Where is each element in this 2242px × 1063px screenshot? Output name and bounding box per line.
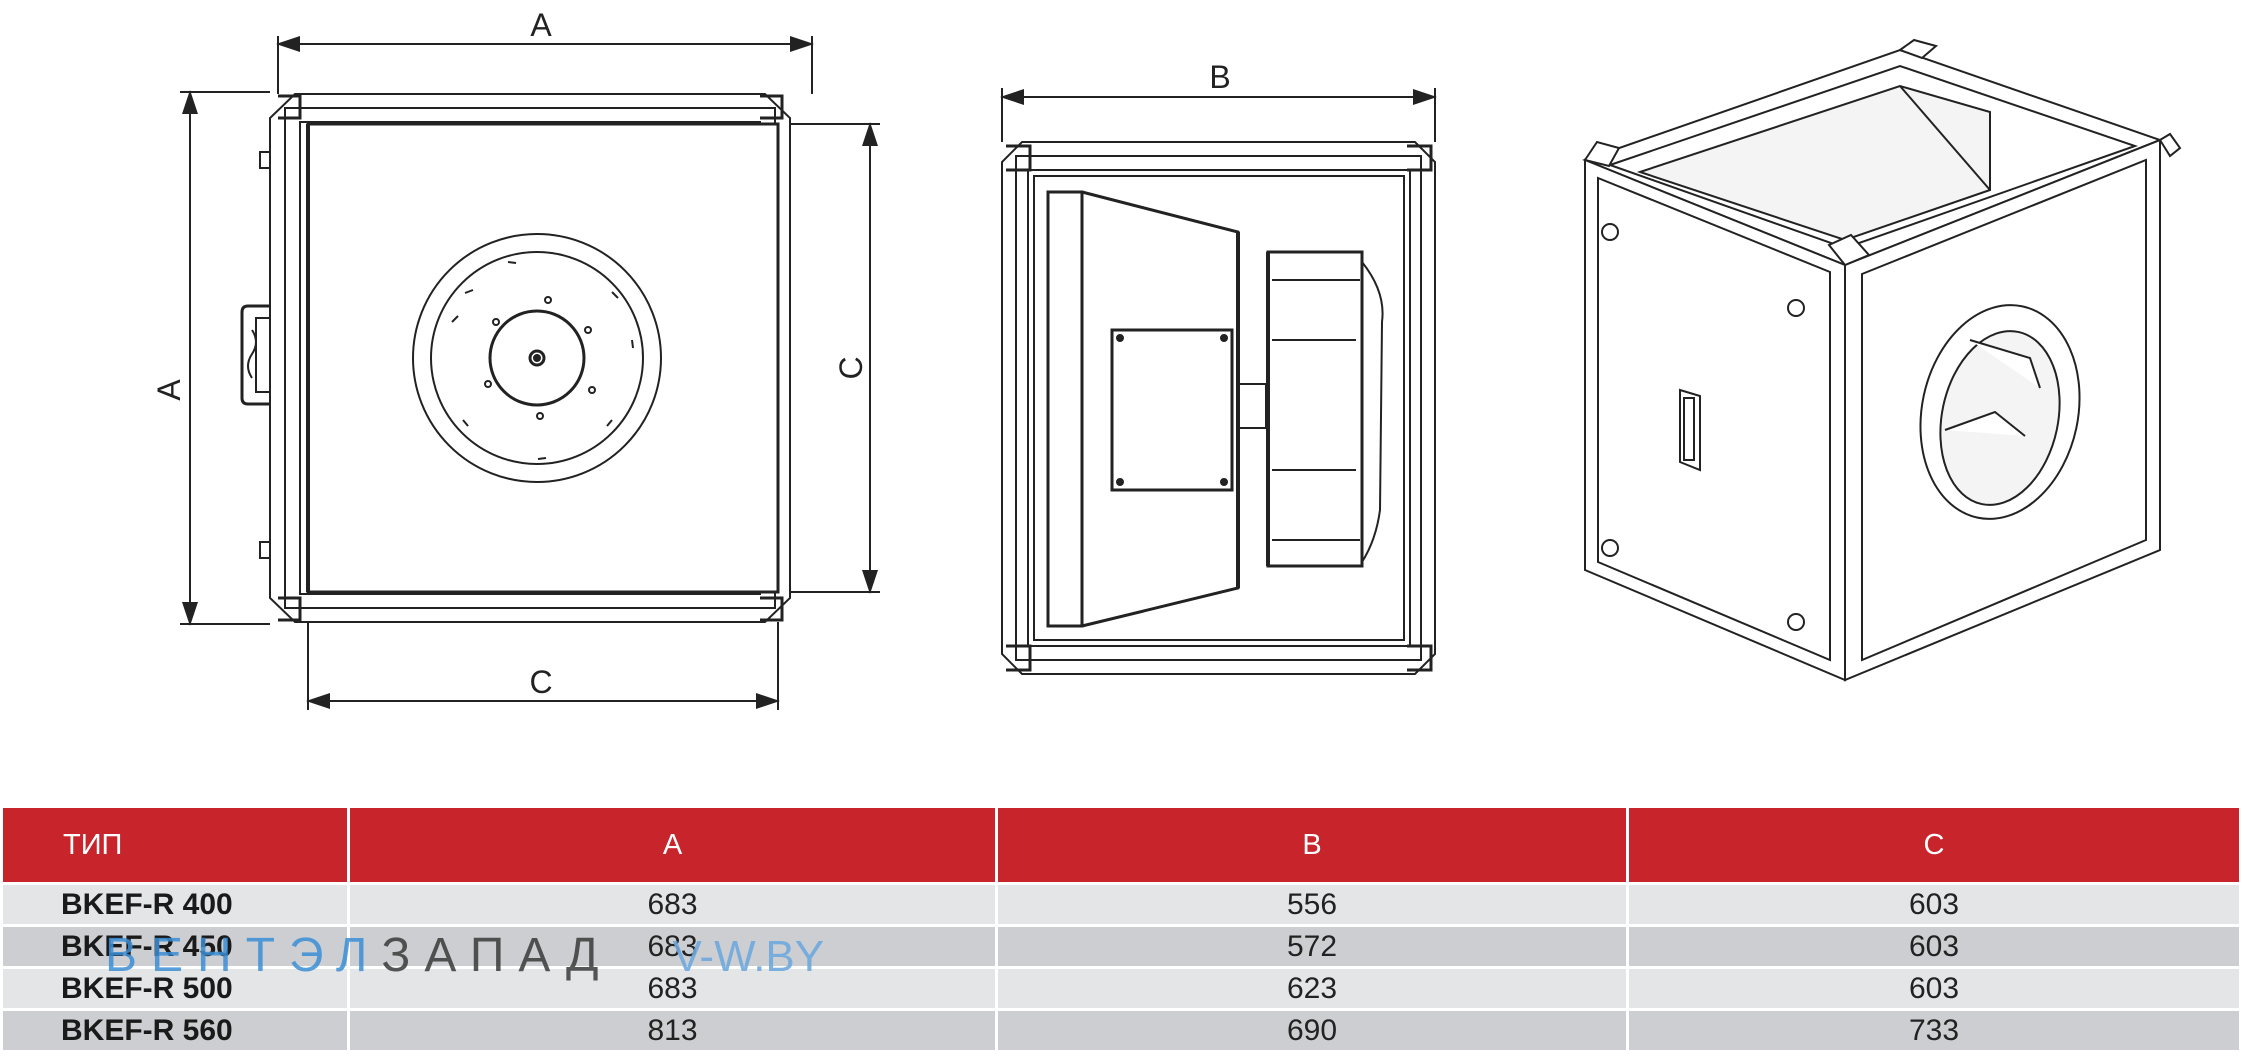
- isometric-view: [1582, 38, 2182, 682]
- dimensions-table: ТИП A B C BKEF-R 400 683 556 603 BKEF-R …: [0, 805, 2242, 1053]
- cell-type: BKEF-R 400: [3, 885, 347, 924]
- column-header-c: C: [1629, 808, 2239, 882]
- cell-type: BKEF-R 560: [3, 1011, 347, 1050]
- cell-c: 733: [1629, 1011, 2239, 1050]
- cell-b: 690: [998, 1011, 1626, 1050]
- column-header-b: B: [998, 808, 1626, 882]
- dim-label-front-bottom: C: [529, 664, 552, 700]
- column-header-a: A: [350, 808, 995, 882]
- cell-c: 603: [1629, 885, 2239, 924]
- table-row: BKEF-R 450 683 572 603: [3, 927, 2239, 966]
- cell-b: 556: [998, 885, 1626, 924]
- cell-c: 603: [1629, 927, 2239, 966]
- cell-a: 683: [350, 885, 995, 924]
- dim-label-front-top: A: [530, 7, 552, 43]
- table-header-row: ТИП A B C: [3, 808, 2239, 882]
- cell-b: 572: [998, 927, 1626, 966]
- cell-b: 623: [998, 969, 1626, 1008]
- cell-c: 603: [1629, 969, 2239, 1008]
- front-view: [180, 36, 880, 710]
- cell-a: 683: [350, 927, 995, 966]
- cell-a: 813: [350, 1011, 995, 1050]
- cell-type: BKEF-R 500: [3, 969, 347, 1008]
- cell-type: BKEF-R 450: [3, 927, 347, 966]
- table-row: BKEF-R 500 683 623 603: [3, 969, 2239, 1008]
- table-row: BKEF-R 560 813 690 733: [3, 1011, 2239, 1050]
- table-row: BKEF-R 400 683 556 603: [3, 885, 2239, 924]
- cell-a: 683: [350, 969, 995, 1008]
- dim-label-front-left: A: [151, 379, 187, 401]
- dim-label-side-top: B: [1209, 59, 1230, 95]
- technical-drawing: A A C C B: [151, 7, 2182, 710]
- column-header-type: ТИП: [3, 808, 347, 882]
- side-view: [1000, 88, 1437, 675]
- dim-label-front-right: C: [833, 356, 869, 379]
